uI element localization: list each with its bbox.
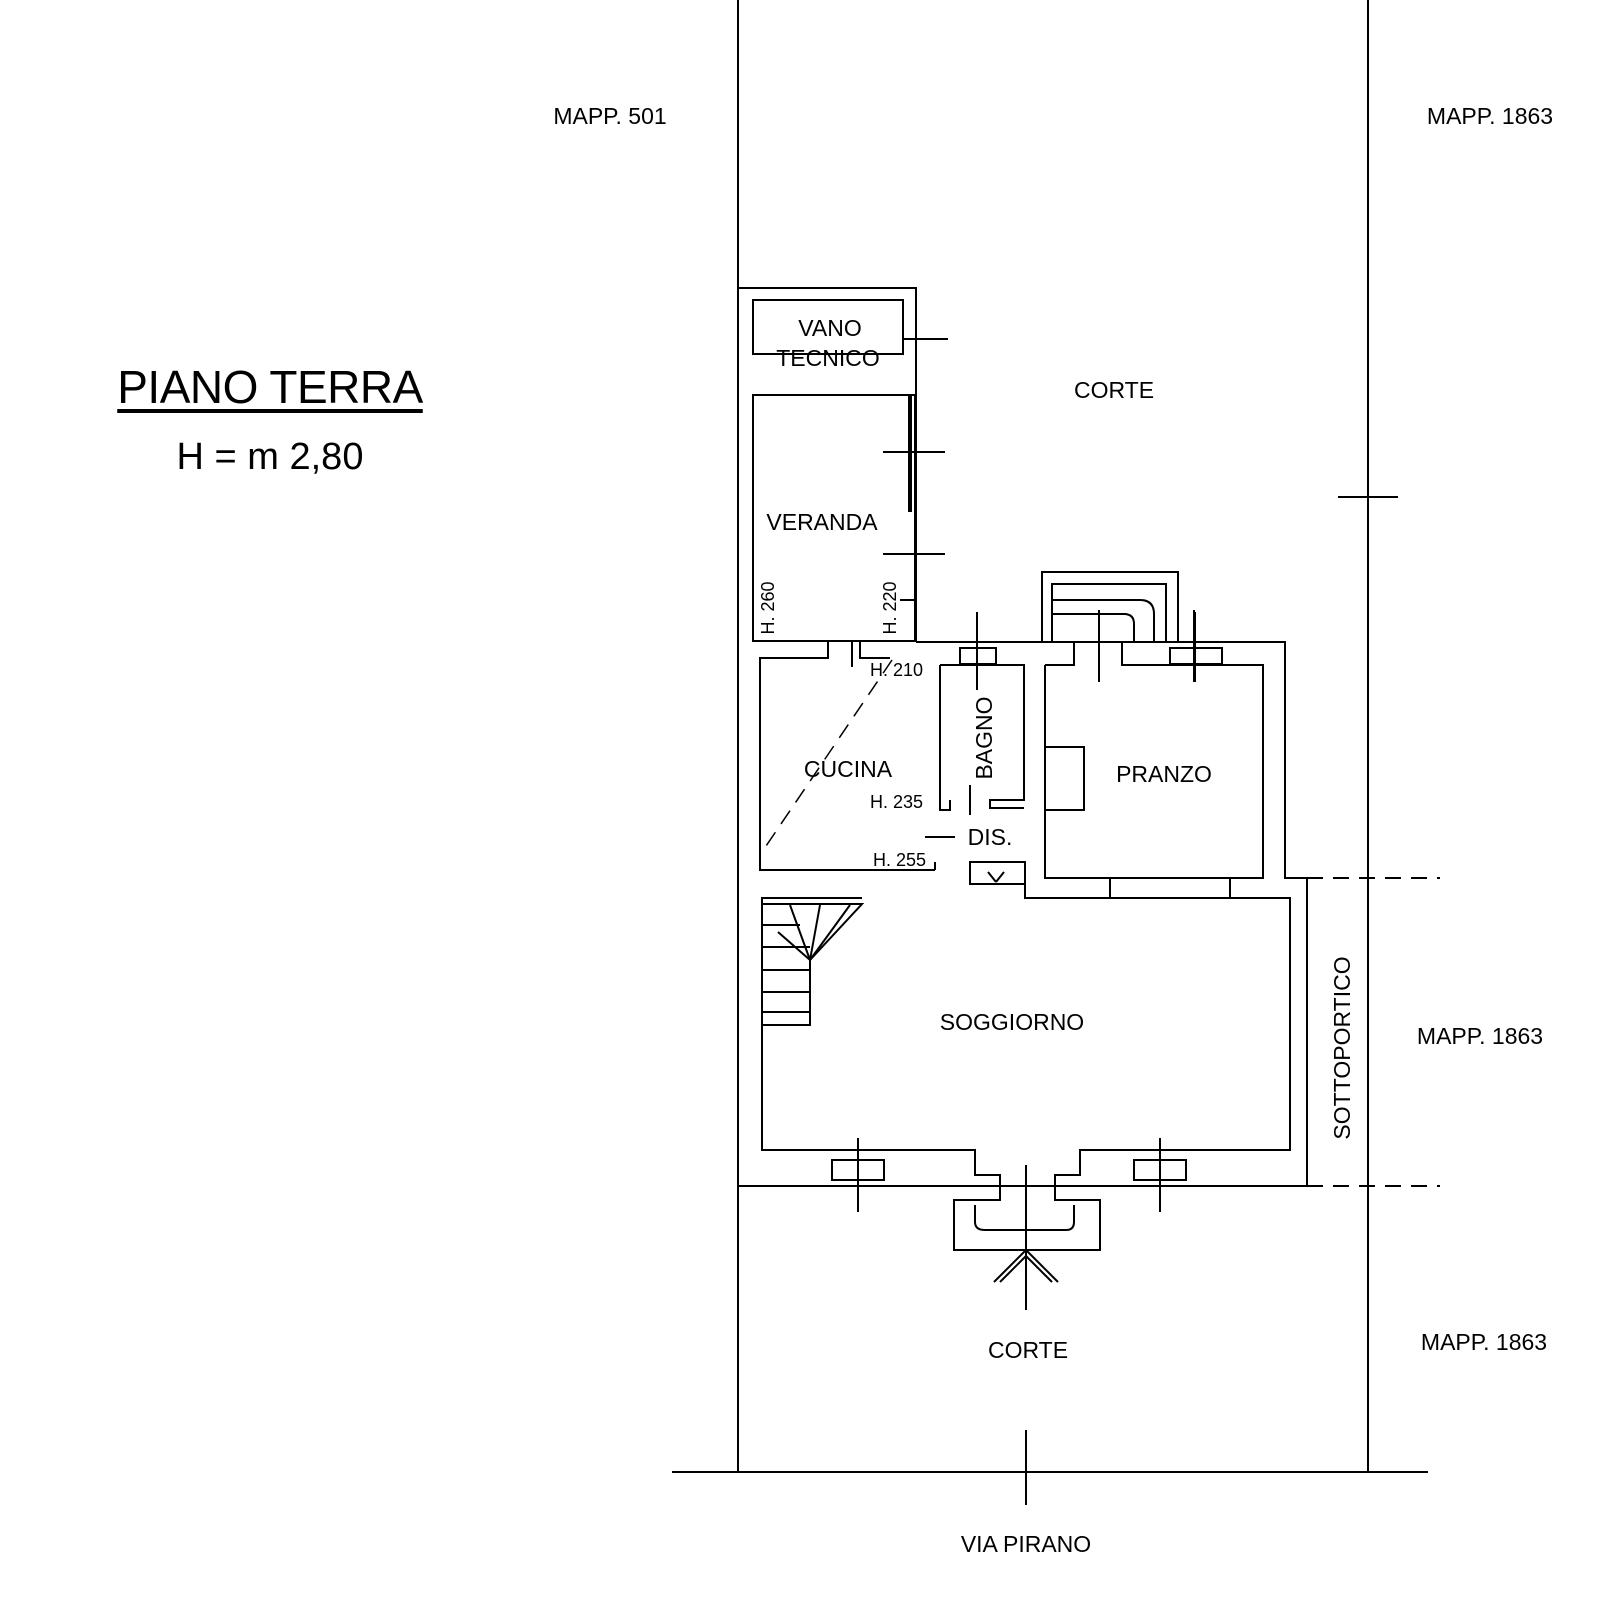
annex-walls — [738, 287, 948, 642]
parcel-label-east-bottom: MAPP. 1863 — [1421, 1329, 1547, 1355]
height-label-255: H. 255 — [873, 850, 926, 870]
height-label-220: H. 220 — [880, 581, 900, 634]
height-label-235: H. 235 — [870, 792, 923, 812]
room-label-corte-south: CORTE — [988, 1337, 1068, 1363]
parcel-label-east-mid: MAPP. 1863 — [1417, 1023, 1543, 1049]
room-label-vano: VANO — [798, 315, 861, 341]
parcel-label-west: MAPP. 501 — [553, 103, 666, 129]
room-label-corte-north: CORTE — [1074, 377, 1154, 403]
height-note: H = m 2,80 — [176, 436, 364, 478]
room-label-pranzo: PRANZO — [1116, 761, 1212, 787]
title-block: PIANO TERRA H = m 2,80 — [110, 360, 430, 479]
room-label-cucina: CUCINA — [804, 756, 893, 782]
sottoportico-lines — [1307, 877, 1440, 1187]
room-label-dis: DIS. — [968, 824, 1013, 850]
house-walls — [737, 571, 1308, 1187]
plan-title: PIANO TERRA — [117, 361, 423, 413]
height-label-210: H. 210 — [870, 660, 923, 680]
street-label: VIA PIRANO — [961, 1531, 1091, 1557]
room-label-sottoportico: SOTTOPORTICO — [1329, 956, 1355, 1139]
parcel-label-east-top: MAPP. 1863 — [1427, 103, 1553, 129]
room-label-tecnico: TECNICO — [776, 345, 880, 371]
room-label-bagno: BAGNO — [971, 696, 997, 779]
soggiorno-walls — [761, 884, 1291, 1310]
room-label-soggiorno: SOGGIORNO — [940, 1009, 1084, 1035]
height-label-260: H. 260 — [758, 581, 778, 634]
room-label-veranda: VERANDA — [766, 509, 878, 535]
